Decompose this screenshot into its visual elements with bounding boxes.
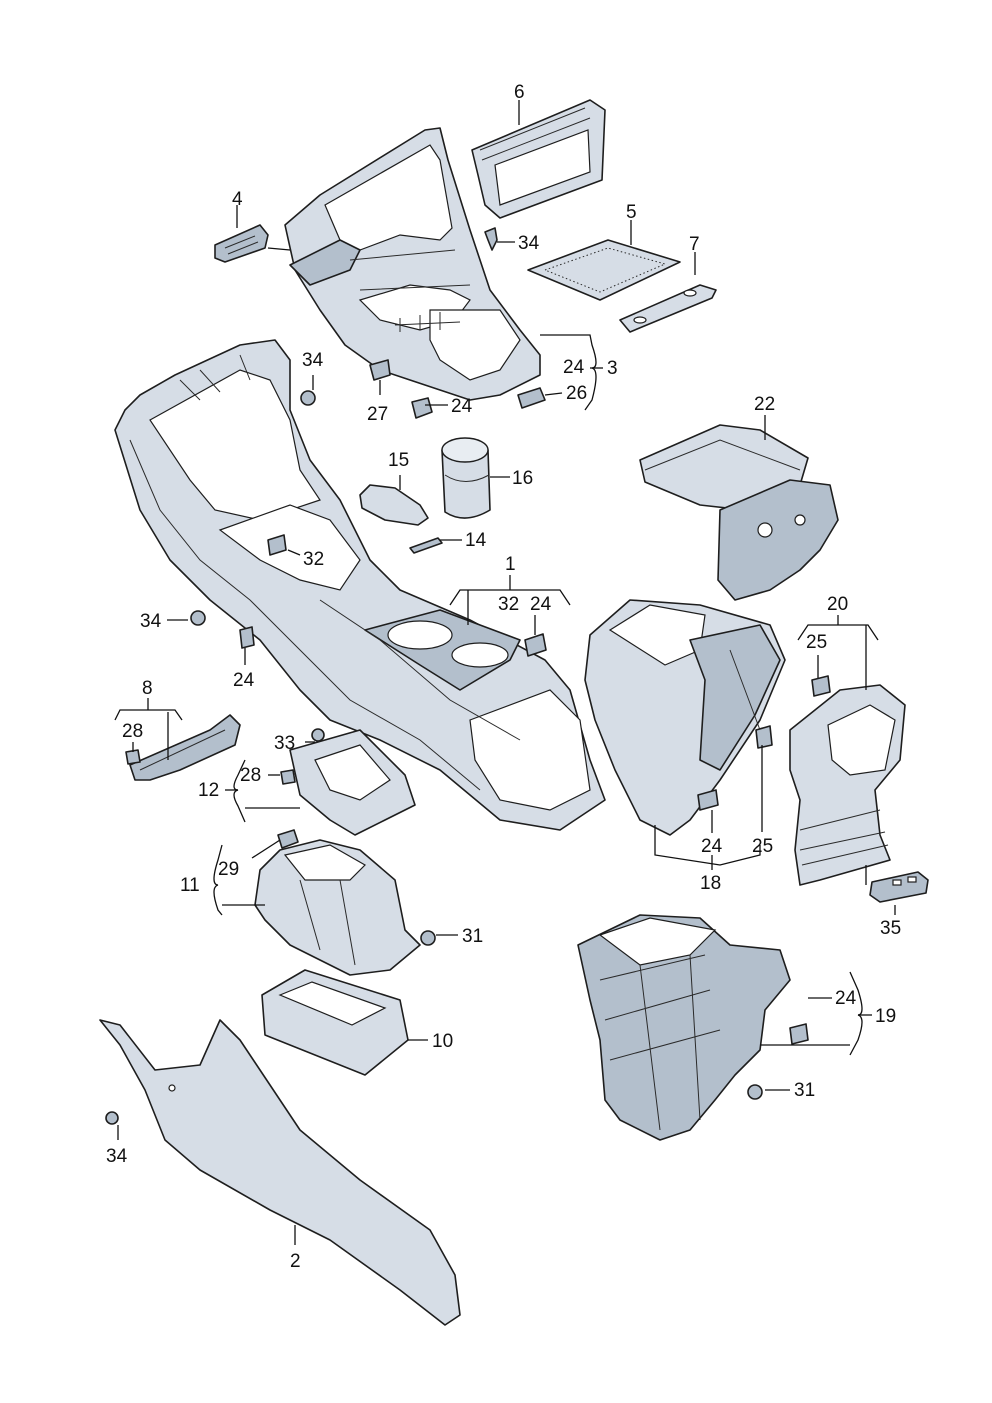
callout-10: 10 (432, 1031, 453, 1052)
callout-24: 24 (530, 594, 552, 615)
part-3-front-trim-panel (284, 127, 541, 401)
part-33-screw (311, 728, 325, 742)
part-12-bracket-frame (289, 729, 416, 836)
part-10-tray (261, 969, 409, 1076)
part-6-display-frame (471, 99, 606, 219)
part-34-screw-top (484, 227, 498, 251)
part-24-clip-e (789, 1023, 809, 1045)
callout-11: 11 (180, 875, 200, 896)
part-1-center-console (114, 339, 606, 831)
part-28-clip-b (280, 769, 296, 785)
part-26-clip (517, 387, 546, 409)
part-34-screw-bottom (105, 1111, 119, 1125)
callout-2: 2 (290, 1251, 301, 1272)
part-25-clip-a (755, 725, 773, 749)
callout-3: 3 (607, 358, 618, 379)
part-11-lower-housing (254, 839, 421, 976)
part-7-trim-strip (619, 284, 717, 333)
callout-34: 34 (106, 1146, 128, 1167)
callout-6: 6 (514, 82, 525, 103)
callout-35: 35 (880, 918, 901, 939)
part-16-cup-insert (441, 437, 491, 519)
callout-28: 28 (240, 765, 261, 786)
callout-8: 8 (142, 678, 153, 699)
part-24-clip-c (239, 626, 255, 649)
part-24-clip-a (411, 397, 433, 419)
part-20-rear-panel (789, 684, 906, 886)
part-28-clip-a (125, 749, 141, 765)
callout-14: 14 (465, 530, 487, 551)
callout-28: 28 (122, 721, 143, 742)
callout-24: 24 (835, 988, 857, 1009)
callout-20: 20 (827, 594, 848, 615)
callout-34: 34 (518, 233, 540, 254)
callout-12: 12 (198, 780, 219, 801)
callout-24: 24 (563, 357, 585, 378)
fasteners (105, 227, 831, 1125)
callout-33: 33 (274, 733, 295, 754)
part-32-clip-a (267, 534, 287, 556)
callout-27: 27 (367, 404, 388, 425)
part-25-clip-b (811, 675, 831, 697)
callout-16: 16 (512, 468, 533, 489)
callout-32: 32 (498, 594, 519, 615)
part-2-side-trim (99, 1019, 461, 1326)
callout-24: 24 (701, 836, 723, 857)
part-22-armrest (639, 424, 839, 601)
callout-7: 7 (689, 234, 700, 255)
callout-32: 32 (303, 549, 324, 570)
callout-4: 4 (232, 189, 243, 210)
part-18-rear-housing (584, 599, 786, 836)
callout-24: 24 (233, 670, 255, 691)
callout-22: 22 (754, 394, 775, 415)
part-8-bracket (129, 714, 241, 781)
part-24-clip-b (524, 633, 547, 657)
part-15-insert (359, 484, 429, 526)
callout-1: 1 (505, 554, 516, 575)
part-24-clip-d (697, 789, 719, 811)
part-31-nut-a (420, 930, 436, 946)
callout-31: 31 (462, 926, 483, 947)
callout-24: 24 (451, 396, 473, 417)
callout-15: 15 (388, 450, 409, 471)
callout-5: 5 (626, 202, 637, 223)
callout-34: 34 (302, 350, 324, 371)
callout-25: 25 (806, 632, 827, 653)
part-34-screw-mid (190, 610, 206, 626)
part-27-clip (369, 359, 391, 381)
part-35-usb-module (869, 871, 929, 903)
callout-25: 25 (752, 836, 773, 857)
callout-19: 19 (875, 1006, 896, 1027)
callout-26: 26 (566, 383, 587, 404)
part-19-carrier (577, 914, 791, 1141)
part-31-nut-b (747, 1084, 763, 1100)
callout-labels: 6 4 5 34 7 34 24 3 24 26 27 22 15 16 14 … (106, 82, 901, 1272)
part-29-nut (277, 829, 299, 849)
callout-29: 29 (218, 859, 239, 880)
callout-31: 31 (794, 1080, 815, 1101)
part-34-screw-left (300, 390, 316, 406)
part-14-clip (409, 537, 443, 554)
callout-34: 34 (140, 611, 162, 632)
part-5-storage-mat (527, 239, 681, 301)
leader-lines (114, 100, 896, 1245)
callout-18: 18 (700, 873, 721, 894)
part-4-switch-module (214, 224, 269, 263)
